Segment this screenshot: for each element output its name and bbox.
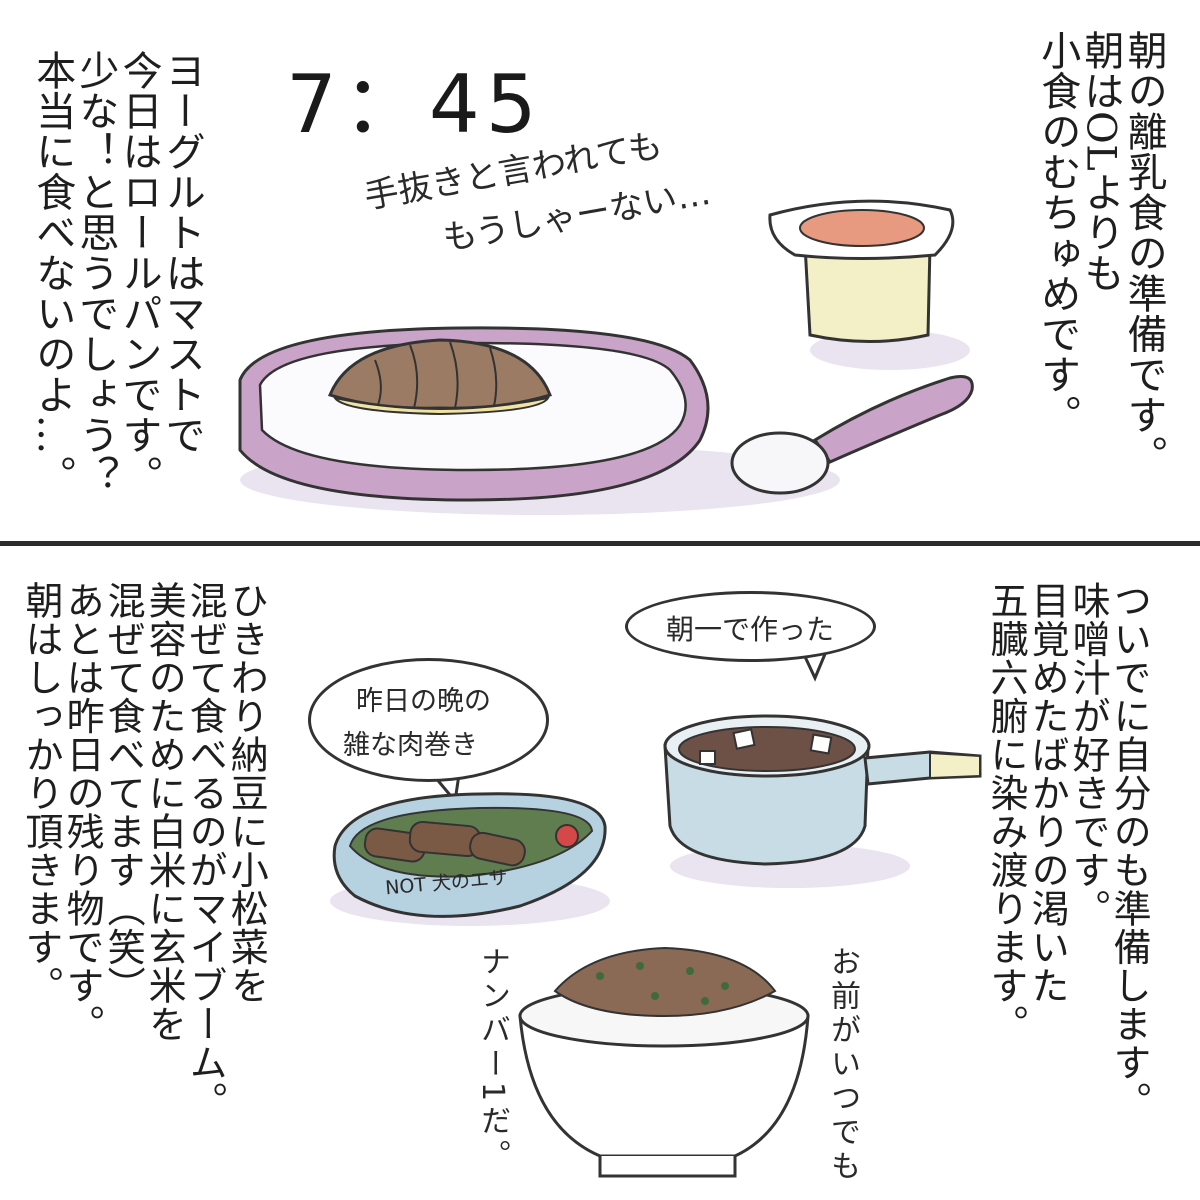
bottom-left-narration: ひきわり納豆に小松菜を 混ぜて食べるのがマイブーム。 美容のために白米に玄米を … bbox=[19, 581, 269, 1181]
time-label: 7：45 bbox=[286, 58, 543, 151]
narration-line: ヨーグルトはマストで bbox=[158, 50, 205, 455]
bread-base bbox=[332, 396, 550, 416]
top-panel: 7：45 ヨーグルトはマストで 今日はロールパンです。 少な！と思うでしょう？ … bbox=[0, 0, 1200, 541]
bottom-panel-illustration bbox=[330, 641, 982, 1178]
soup-pot bbox=[663, 744, 870, 866]
narration-line: 美容のために白米に玄米を bbox=[142, 581, 187, 1043]
spoon-handle bbox=[812, 375, 974, 464]
narration-line: ついでに自分のも準備します。 bbox=[1107, 581, 1152, 1120]
spoon-bowl bbox=[730, 431, 830, 495]
narration-line: 混ぜて食べるのがマイブーム。 bbox=[183, 581, 228, 1120]
narration-line: あとは昨日の残り物です。 bbox=[60, 581, 105, 1043]
bubble-text: 昨日の晩の bbox=[356, 686, 491, 717]
bread-lines bbox=[374, 341, 498, 409]
tomato bbox=[555, 824, 579, 848]
narration-line: 混ぜて食べてます（笑） bbox=[101, 581, 146, 1005]
bubble-text: 雑な肉巻き bbox=[343, 730, 478, 761]
narration-line: 五臓六腑に染み渡ります。 bbox=[984, 581, 1029, 1043]
narration-line: 味噌汁が好きです。 bbox=[1066, 581, 1111, 928]
rice-note-number1: ナンバー1だ。 bbox=[475, 946, 510, 1174]
narration-line: 朝はOLよりも bbox=[1077, 30, 1124, 293]
narration-line: 今日はロールパンです。 bbox=[115, 50, 162, 496]
pot-handle-grip bbox=[929, 751, 981, 780]
bowl-foot bbox=[598, 1156, 737, 1178]
speech-bubble-leftover: 昨日の晩の 雑な肉巻き bbox=[308, 658, 549, 782]
bubble-text: 朝一で作った bbox=[666, 613, 835, 646]
speech-bubble-soup: 朝一で作った bbox=[625, 591, 876, 662]
bottom-right-narration: ついでに自分のも準備します。 味噌汁が好きです。 目覚めたばかりの渇いた 五臓六… bbox=[984, 581, 1152, 1181]
narration-line: 朝の離乳食の準備です。 bbox=[1120, 30, 1167, 476]
miso-soup bbox=[678, 726, 856, 772]
top-left-narration: ヨーグルトはマストで 今日はロールパンです。 少な！と思うでしょう？ 本当に食べ… bbox=[29, 50, 205, 520]
narration-line: ひきわり納豆に小松菜を bbox=[224, 581, 269, 1005]
yogurt-cup bbox=[803, 243, 932, 343]
panel-divider bbox=[0, 541, 1200, 546]
rice-note-always: お前がいつでも bbox=[825, 946, 860, 1184]
narration-line: 本当に食べないのよ…。 bbox=[29, 50, 76, 496]
narration-line: 小食のむちゅめです。 bbox=[1034, 30, 1081, 435]
tofu-cubes bbox=[699, 728, 833, 765]
top-right-narration: 朝の離乳食の準備です。 朝はOLよりも 小食のむちゅめです。 bbox=[1034, 30, 1167, 510]
natto-topping bbox=[553, 946, 777, 1018]
top-panel-illustration bbox=[238, 199, 974, 515]
narration-line: 朝はしっかり頂きます。 bbox=[19, 581, 64, 1005]
yogurt-surface bbox=[799, 209, 925, 247]
narration-line: 少な！と思うでしょう？ bbox=[72, 50, 119, 496]
narration-line: 目覚めたばかりの渇いた bbox=[1025, 581, 1070, 1005]
bottom-panel: 朝一で作った 昨日の晩の 雑な肉巻き NOT 犬のエサ ナンバー1だ。 お前がい… bbox=[0, 546, 1200, 1200]
meat-rolls bbox=[363, 821, 526, 867]
komatsuna-bits bbox=[596, 962, 729, 1005]
